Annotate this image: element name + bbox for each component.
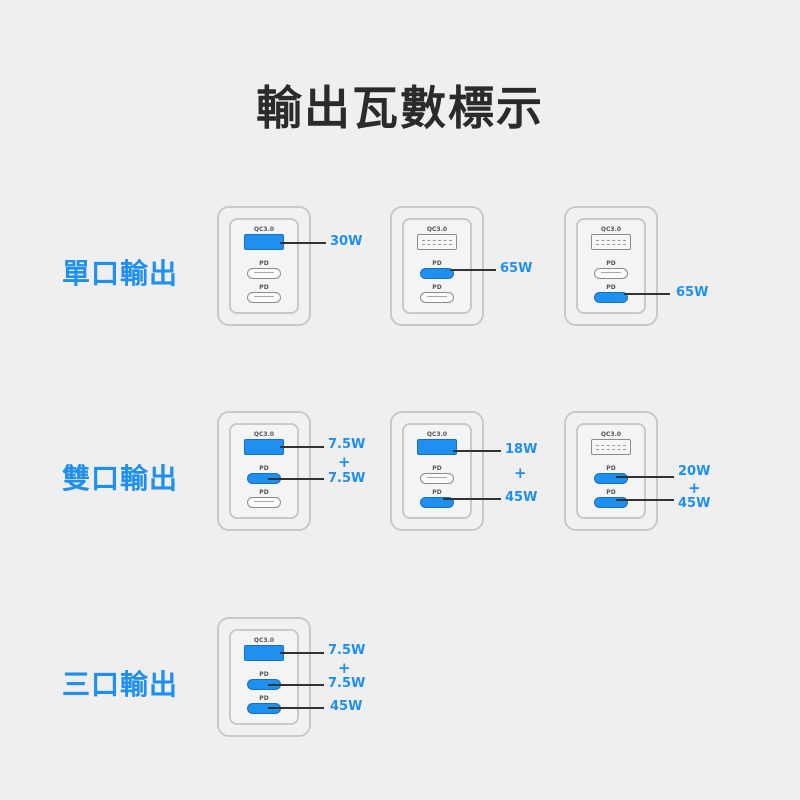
- watt-label: 45W: [505, 490, 538, 505]
- watt-label: 45W: [330, 699, 363, 714]
- leader-line: [280, 446, 324, 448]
- usb-a-port: [591, 439, 631, 455]
- port-label-pd: PD: [606, 260, 616, 267]
- watt-label: 65W: [676, 285, 709, 300]
- charger-single-usb-c2: QC3.0 PD PD: [564, 206, 658, 326]
- charger-triple: QC3.0 PD PD: [217, 617, 311, 737]
- usb-c-port-2: [247, 497, 281, 508]
- charger-face: QC3.0 PD PD: [576, 423, 646, 519]
- leader-line: [453, 450, 501, 452]
- port-label-pd: PD: [432, 260, 442, 267]
- port-label-qc: QC3.0: [600, 226, 622, 233]
- plus-sign: +: [688, 479, 701, 497]
- leader-line: [616, 476, 674, 478]
- port-label-pd: PD: [259, 695, 269, 702]
- usb-c-port-1: [420, 268, 454, 279]
- port-label-qc: QC3.0: [426, 226, 448, 233]
- leader-line: [268, 707, 324, 709]
- charger-single-usb-a: QC3.0 PD PD: [217, 206, 311, 326]
- usb-c-port-2: [594, 292, 628, 303]
- usb-a-port: [244, 645, 284, 661]
- leader-line: [616, 499, 674, 501]
- charger-dual-a-c2: QC3.0 PD PD: [390, 411, 484, 531]
- port-label-qc: QC3.0: [253, 637, 275, 644]
- port-label-pd: PD: [432, 465, 442, 472]
- watt-label: 18W: [505, 442, 538, 457]
- watt-label: 7.5W: [328, 643, 366, 658]
- leader-line: [280, 652, 324, 654]
- leader-line: [450, 269, 496, 271]
- row-label-triple: 三口輸出: [62, 668, 179, 701]
- watt-label: 65W: [500, 261, 533, 276]
- port-label-qc: QC3.0: [600, 431, 622, 438]
- usb-a-port: [417, 234, 457, 250]
- charger-face: QC3.0 PD PD: [402, 423, 472, 519]
- charger-face: QC3.0 PD PD: [229, 218, 299, 314]
- plus-sign: +: [514, 464, 527, 482]
- port-label-pd: PD: [259, 465, 269, 472]
- watt-label: 7.5W: [328, 437, 366, 452]
- row-label-dual: 雙口輸出: [62, 462, 179, 495]
- usb-c-port-2: [420, 497, 454, 508]
- port-label-pd: PD: [259, 260, 269, 267]
- charger-face: QC3.0 PD PD: [229, 629, 299, 725]
- usb-a-port: [244, 439, 284, 455]
- charger-face: QC3.0 PD PD: [402, 218, 472, 314]
- usb-a-port: [244, 234, 284, 250]
- port-label-pd: PD: [606, 465, 616, 472]
- row-label-single: 單口輸出: [62, 257, 179, 290]
- port-label-pd: PD: [259, 284, 269, 291]
- leader-line: [624, 293, 670, 295]
- port-label-pd: PD: [432, 489, 442, 496]
- plus-sign: +: [338, 659, 351, 677]
- usb-c-port-2: [247, 292, 281, 303]
- watt-label: 7.5W: [328, 471, 366, 486]
- port-label-qc: QC3.0: [253, 431, 275, 438]
- usb-c-port-1: [247, 268, 281, 279]
- port-label-pd: PD: [606, 284, 616, 291]
- watt-label: 30W: [330, 234, 363, 249]
- usb-c-port-2: [420, 292, 454, 303]
- watt-label: 20W: [678, 464, 711, 479]
- usb-c-port-1: [594, 473, 628, 484]
- charger-face: QC3.0 PD PD: [229, 423, 299, 519]
- usb-a-port: [417, 439, 457, 455]
- port-label-pd: PD: [259, 489, 269, 496]
- plus-sign: +: [338, 453, 351, 471]
- port-label-pd: PD: [606, 489, 616, 496]
- leader-line: [280, 242, 326, 244]
- port-label-qc: QC3.0: [253, 226, 275, 233]
- port-label-qc: QC3.0: [426, 431, 448, 438]
- usb-c-port-2: [247, 703, 281, 714]
- page-title: 輸出瓦數標示: [256, 81, 544, 135]
- leader-line: [268, 478, 324, 480]
- charger-dual-c1-c2: QC3.0 PD PD: [564, 411, 658, 531]
- charger-face: QC3.0 PD PD: [576, 218, 646, 314]
- watt-label: 7.5W: [328, 676, 366, 691]
- watt-label: 45W: [678, 496, 711, 511]
- charger-dual-a-c1: QC3.0 PD PD: [217, 411, 311, 531]
- leader-line: [443, 498, 501, 500]
- charger-single-usb-c1: QC3.0 PD PD: [390, 206, 484, 326]
- usb-c-port-1: [594, 268, 628, 279]
- usb-c-port-2: [594, 497, 628, 508]
- usb-a-port: [591, 234, 631, 250]
- port-label-pd: PD: [432, 284, 442, 291]
- leader-line: [268, 684, 324, 686]
- usb-c-port-1: [420, 473, 454, 484]
- port-label-pd: PD: [259, 671, 269, 678]
